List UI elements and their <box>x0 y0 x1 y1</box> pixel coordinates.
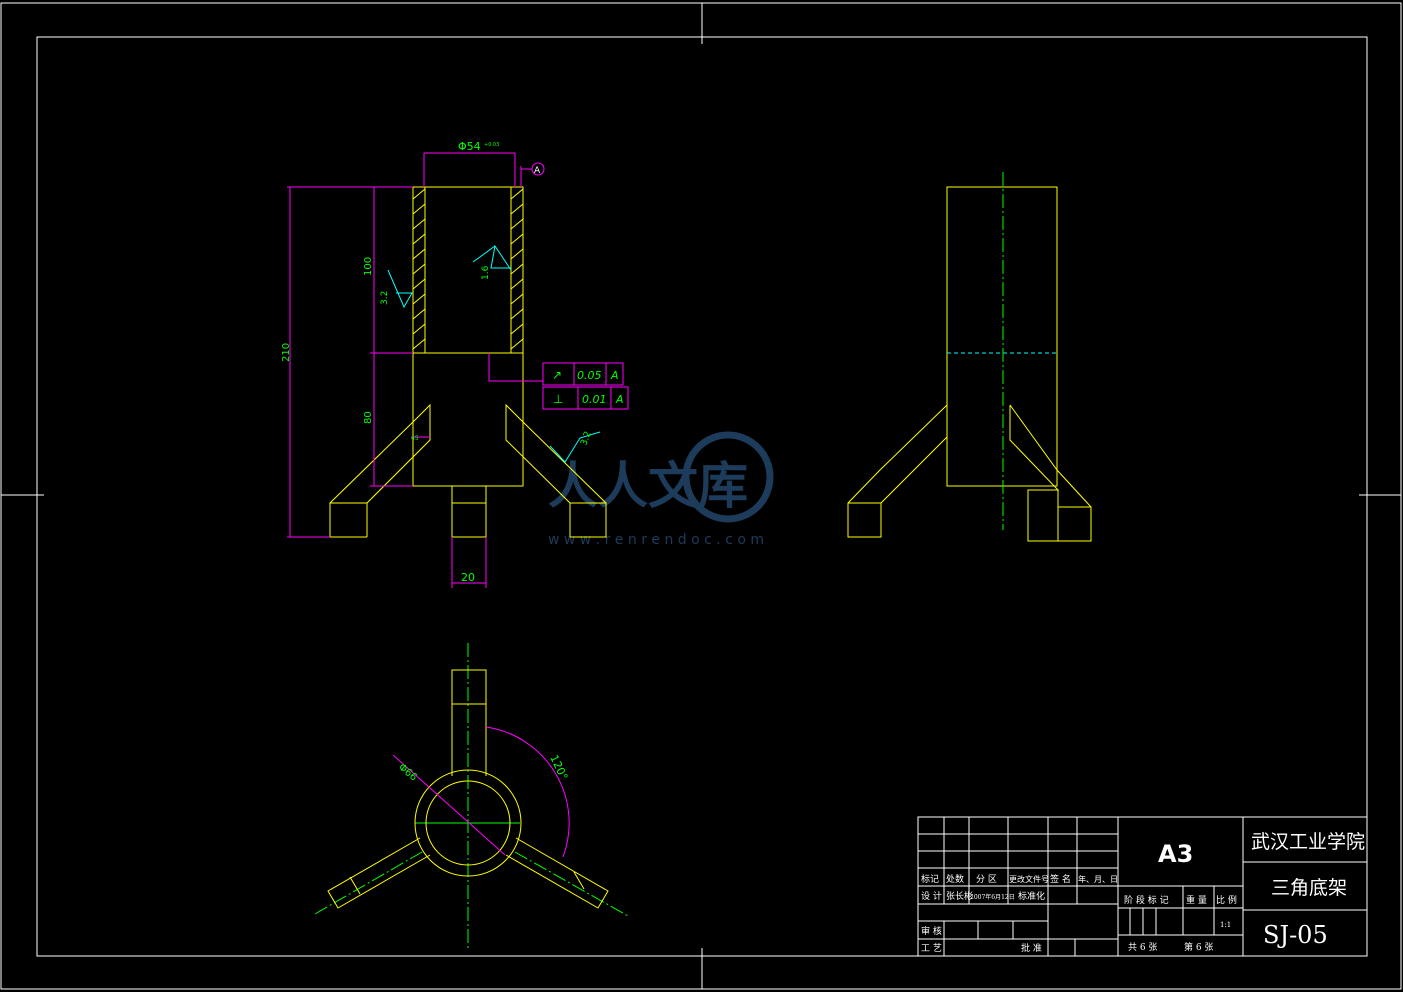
top-arm <box>451 669 487 776</box>
left-leg-outer <box>329 421 414 538</box>
svg-text:标准化: 标准化 <box>1018 890 1045 902</box>
svg-text:重 量: 重 量 <box>1186 894 1207 906</box>
svg-text:分 区: 分 区 <box>976 874 997 885</box>
svg-text:签 名: 签 名 <box>1050 873 1071 885</box>
watermark: 人人文库 w w w . r e n r e n d o c . c o m <box>548 431 774 548</box>
dim-210-label: 210 <box>281 343 292 362</box>
top-inner-circle <box>425 780 511 866</box>
side-left-leg <box>847 404 948 538</box>
roughness-left: 3.2 <box>380 269 413 309</box>
svg-text:设 计: 设 计 <box>921 890 942 902</box>
center-foot <box>451 485 487 538</box>
dim-20-label: 20 <box>461 571 475 584</box>
process-label: 工 艺 <box>921 943 942 954</box>
paper-size: A3 <box>1158 840 1193 868</box>
top-outer-circle <box>414 769 522 877</box>
svg-text:3.2: 3.2 <box>579 430 593 447</box>
right-leg-outer <box>522 421 607 538</box>
tolerance-frame-runout: ↗ 0.05 A <box>542 362 624 386</box>
dim-120-arc <box>485 726 570 858</box>
dim-120-label: 120° <box>547 753 570 783</box>
svg-text:2007年6月12日: 2007年6月12日 <box>970 893 1015 901</box>
left-arm-line <box>349 876 361 895</box>
top-centerline-left <box>314 851 423 915</box>
top-centerline-right <box>514 851 629 917</box>
svg-text:3.2: 3.2 <box>380 291 390 305</box>
watermark-url: w w w . r e n r e n d o c . c o m <box>548 532 764 548</box>
dim-dia54-label: Φ54 <box>458 140 481 153</box>
side-body-outline <box>946 186 1058 487</box>
part-name: 三角底架 <box>1271 877 1347 899</box>
side-view <box>847 172 1092 542</box>
right-arm-line <box>573 871 585 890</box>
upper-tube-outline <box>412 186 524 354</box>
watermark-brand: 人人文库 <box>548 457 748 515</box>
school-name: 武汉工业学院 <box>1251 831 1365 853</box>
svg-text:张长彬: 张长彬 <box>946 890 973 902</box>
scale-value: 1:1 <box>1220 921 1231 929</box>
svg-text:⊥: ⊥ <box>553 392 563 406</box>
svg-text:0.01: 0.01 <box>582 393 607 406</box>
svg-text:比 例: 比 例 <box>1216 894 1237 906</box>
roughness-inner: 1.6 <box>472 244 512 280</box>
drawing-number: SJ-05 <box>1263 921 1328 949</box>
dim-80-label: 80 <box>363 411 374 424</box>
dim-dia66-leader <box>392 754 506 856</box>
dim-dia54-tol: +0.03 <box>484 142 499 148</box>
hatch-right <box>510 188 524 350</box>
svg-text:年、月、日: 年、月、日 <box>1078 874 1118 884</box>
review-label: 审 核 <box>921 925 942 937</box>
sheet-number: 第 6 张 <box>1184 941 1213 953</box>
datum-circle <box>531 162 545 176</box>
title-block: 标记 处数 分 区 更改文件号 签 名 年、月、日 设 计 张长彬 2007年6… <box>917 816 1368 957</box>
svg-text:标记: 标记 <box>921 873 939 885</box>
left-arm <box>327 837 431 909</box>
top-view: Φ66 120° <box>314 643 629 950</box>
svg-text:处数: 处数 <box>946 873 964 885</box>
svg-text:A: A <box>610 369 619 382</box>
sheets-total: 共 6 张 <box>1128 942 1157 953</box>
approve-label: 批 准 <box>1021 942 1042 954</box>
svg-text:0.05: 0.05 <box>577 369 602 382</box>
svg-text:更改文件号: 更改文件号 <box>1009 874 1049 884</box>
datum-label: A <box>534 166 541 176</box>
svg-text:阶 段 标 记: 阶 段 标 记 <box>1124 894 1169 906</box>
tolerance-frame-perpendicularity: ⊥ 0.01 A <box>542 386 629 410</box>
front-view: Φ54 +0.03 A 210 100 80 20 45 3.2 1.6 <box>281 140 629 588</box>
right-leg-outline <box>505 403 571 537</box>
tolerance-leader <box>488 353 543 382</box>
right-arm <box>505 837 609 909</box>
svg-text:↗: ↗ <box>552 368 562 382</box>
side-right-leg <box>1009 404 1092 542</box>
left-leg-outline <box>366 403 431 537</box>
dim-45-label: 45 <box>411 435 419 442</box>
hatch-left <box>412 188 426 350</box>
svg-text:A: A <box>615 393 624 406</box>
dim-100-label: 100 <box>363 257 374 276</box>
svg-text:1.6: 1.6 <box>481 265 491 280</box>
roughness-right: 3.2 <box>549 430 601 463</box>
dim-dia66-label: Φ66 <box>396 762 419 784</box>
